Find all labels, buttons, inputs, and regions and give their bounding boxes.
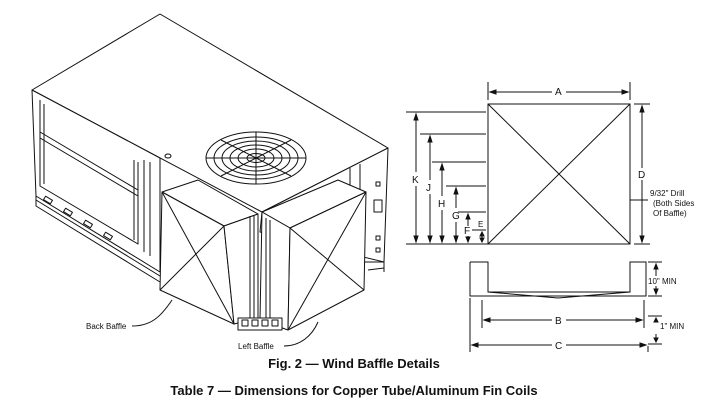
table-caption: Table 7 — Dimensions for Copper Tube/Alu… (170, 383, 538, 398)
left-baffle (259, 179, 367, 331)
drill-note-line3: Of Baffle) (653, 209, 687, 218)
dim-k-label: K (412, 175, 419, 186)
dim-d-label: D (638, 170, 645, 181)
rooftop-unit-drawing (31, 13, 389, 347)
back-baffle-label: Back Baffle (86, 322, 127, 331)
dim-c-label: C (555, 341, 562, 352)
min-1-label: 1" MIN (660, 322, 684, 331)
dim-e-label: E (478, 220, 483, 229)
baffle-side-view (469, 261, 662, 352)
left-baffle-label: Left Baffle (238, 342, 274, 351)
dim-b-label: B (555, 316, 562, 327)
back-baffle-leader (131, 299, 173, 327)
min-10-label: 10" MIN (648, 277, 677, 286)
dim-g-label: G (452, 211, 460, 222)
drill-note-line2: (Both Sides (653, 199, 694, 208)
back-baffle (159, 179, 259, 325)
drill-note-line1: 9/32" Drill (650, 189, 685, 198)
left-baffle-leader (283, 321, 319, 347)
baffle-mounting-bracket (237, 317, 283, 331)
dim-f-label: F (464, 226, 470, 237)
condenser-fan-grille (205, 131, 307, 185)
dim-j-label: J (426, 183, 431, 194)
dim-a-label: A (555, 87, 562, 98)
figure-caption: Fig. 2 — Wind Baffle Details (268, 356, 440, 371)
dim-h-label: H (438, 199, 445, 210)
baffle-front-view (406, 82, 650, 245)
